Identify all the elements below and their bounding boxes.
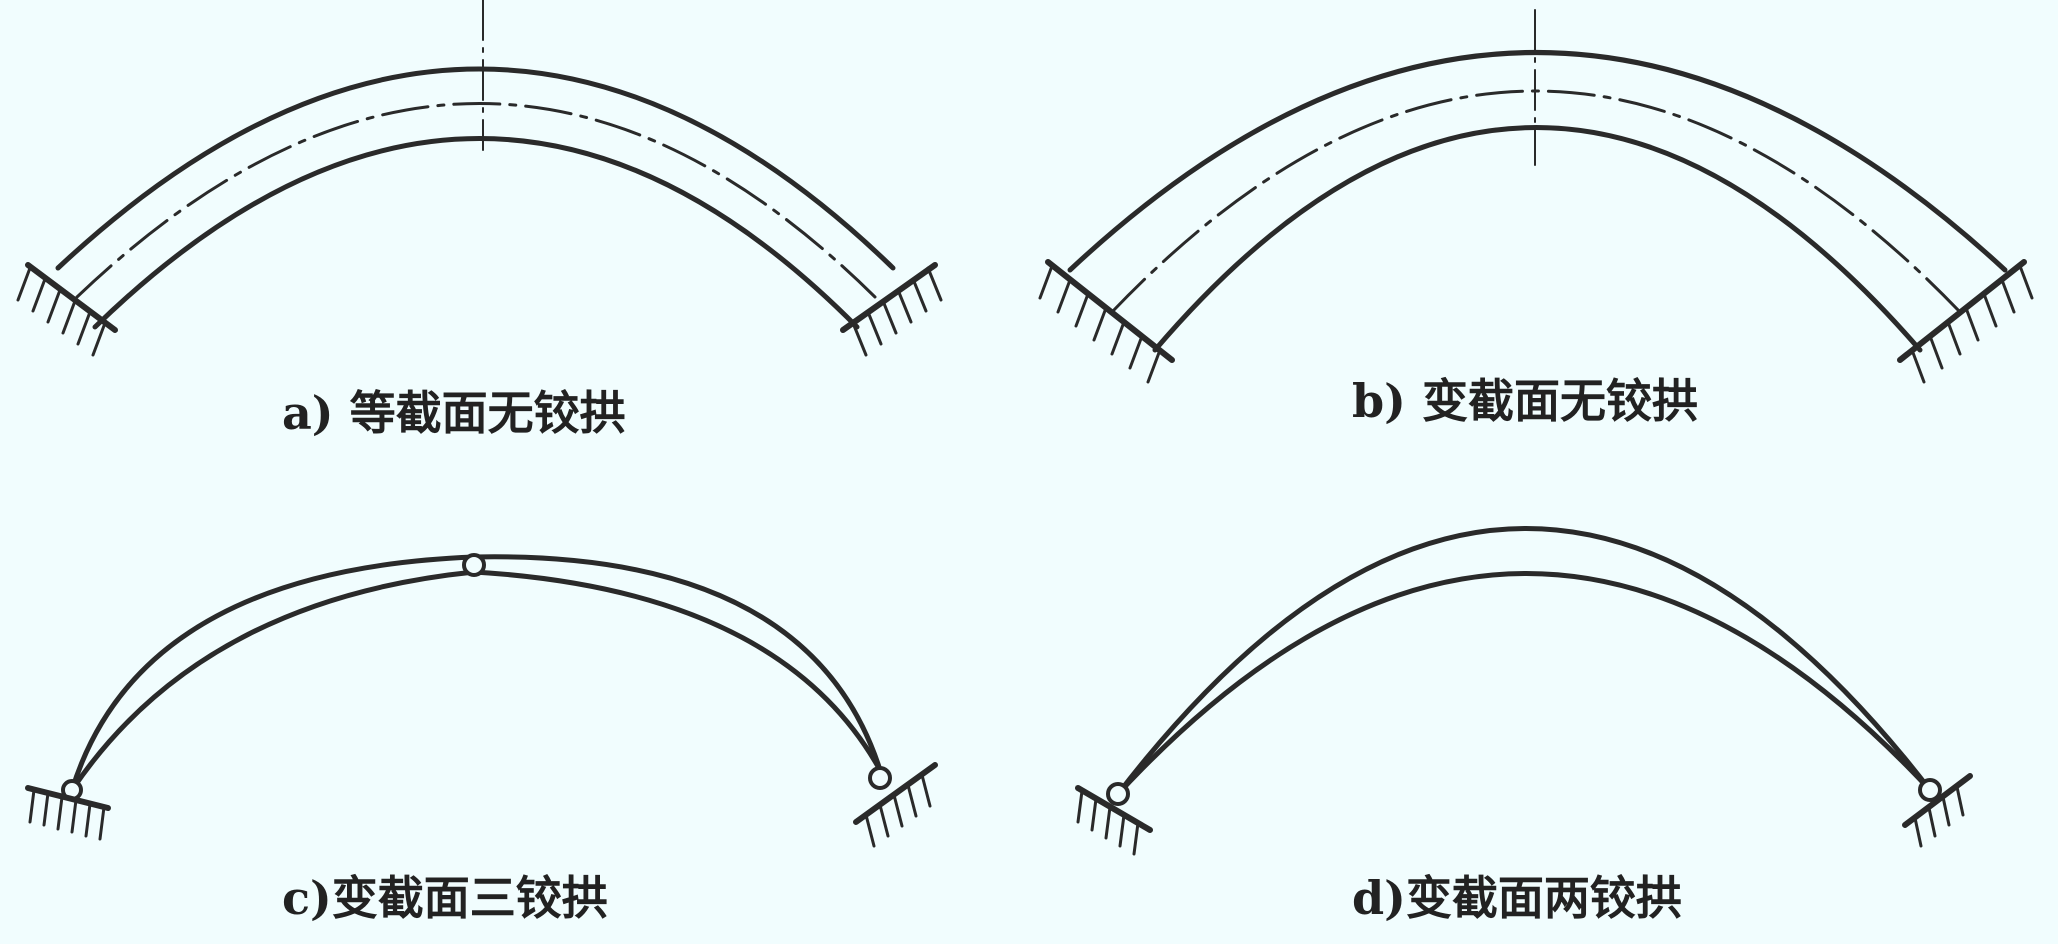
panel-b-right-support bbox=[1897, 259, 2034, 384]
right-hinge-icon bbox=[868, 766, 892, 790]
caption-c: c)变截面三铰拱 bbox=[282, 871, 608, 925]
caption-b: b) 变截面无铰拱 bbox=[1352, 374, 1698, 428]
left-hinge-icon bbox=[1106, 782, 1130, 806]
right-hinge-icon bbox=[1918, 778, 1942, 802]
panel-d-left-support bbox=[1075, 785, 1153, 856]
panel-c-right-support bbox=[853, 762, 938, 848]
panel-c-arch bbox=[25, 553, 938, 848]
caption-a: a) 等截面无铰拱 bbox=[282, 386, 626, 440]
panel-a-left-support bbox=[16, 262, 118, 357]
panel-d-arch bbox=[1075, 526, 1973, 856]
panel-a-right-support bbox=[840, 262, 943, 357]
caption-d: d)变截面两铰拱 bbox=[1352, 871, 1682, 925]
panel-a-arch bbox=[16, 0, 943, 357]
panel-b-arch bbox=[1038, 9, 2034, 384]
panel-c-left-support bbox=[25, 785, 111, 841]
panel-b-left-support bbox=[1038, 259, 1175, 384]
crown-hinge-icon bbox=[462, 553, 486, 577]
panel-d-right-support bbox=[1902, 773, 1973, 848]
